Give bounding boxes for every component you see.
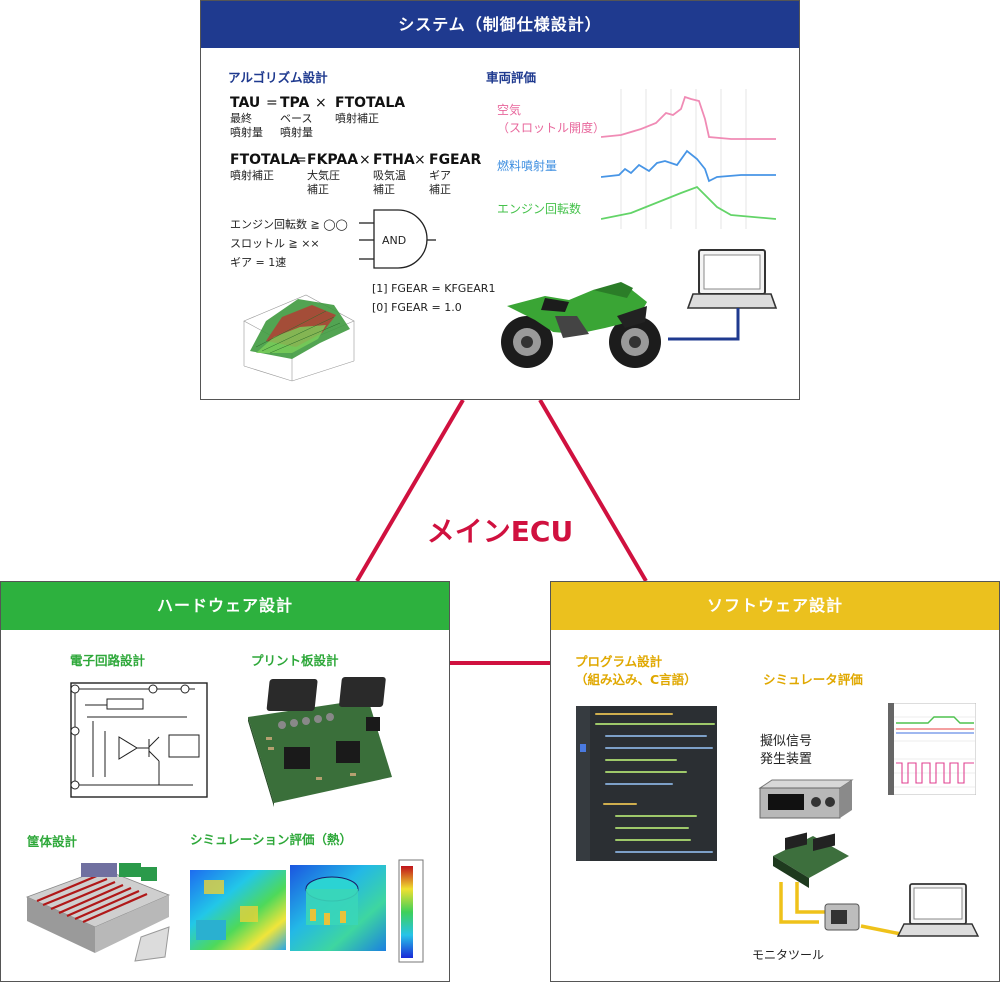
result-1: [1] FGEAR = KFGEAR1: [372, 282, 496, 295]
algorithm-heading: アルゴリズム設計: [228, 70, 328, 85]
signal-generator-label-2: 発生装置: [760, 752, 813, 767]
eq1-equals: =: [266, 95, 278, 111]
eq1-tpa: TPA: [280, 95, 310, 111]
eq1-sub-tau-1: 最終: [230, 112, 252, 125]
hardware-panel: ハードウェア設計 電子回路設計 プリント板設計 筐体設計 シミュレーション評価（…: [0, 581, 450, 982]
eq1-sub-tpa-2: 噴射量: [280, 126, 313, 139]
housing-heading: 筐体設計: [27, 834, 78, 849]
eq2-ftotala: FTOTALA: [230, 152, 301, 168]
eq2-fgear: FGEAR: [429, 152, 482, 168]
signal-air: 空気: [497, 103, 522, 117]
thermal-image-housing: [290, 865, 386, 951]
eq2-times-1: ×: [359, 152, 371, 168]
surface-map-image: [243, 294, 355, 382]
monitor-laptop-image: [896, 883, 980, 937]
system-title: システム（制御仕様設計）: [201, 1, 799, 48]
eq2-sub-fkpaa-1: 大気圧: [307, 169, 340, 182]
eq2-sub-fgear-2: 補正: [429, 183, 451, 196]
eq2-sub-ftha-2: 補正: [373, 183, 395, 196]
housing-image: [25, 863, 171, 962]
signal-throttle: （スロットル開度）: [497, 121, 606, 135]
laptop-image: [668, 249, 778, 341]
simulator-screen-image: [888, 703, 976, 795]
vehicle-heading: 車両評価: [486, 70, 537, 85]
circuit-heading: 電子回路設計: [70, 653, 146, 668]
eq1-times: ×: [315, 95, 327, 111]
vehicle-waveform-chart: [601, 89, 776, 229]
center-label: メインECU: [426, 515, 574, 548]
software-panel: ソフトウェア設計 プログラム設計 （組み込み、C言語） シミュレータ評価: [550, 581, 1000, 982]
eq2-fkpaa: FKPAA: [307, 152, 359, 168]
eq2-ftha: FTHA: [373, 152, 415, 168]
pcb-heading: プリント板設計: [251, 653, 339, 668]
signal-fuel: 燃料噴射量: [497, 159, 558, 173]
system-panel: システム（制御仕様設計） アルゴリズム設計 TAU = TPA × FTOTAL…: [200, 0, 800, 400]
eq1-tau: TAU: [230, 95, 261, 111]
eq1-ftotala: FTOTALA: [335, 95, 406, 111]
hardware-title: ハードウェア設計: [1, 582, 449, 630]
thermal-heading: シミュレーション評価（熱）: [190, 832, 353, 847]
eq2-sub-ftha-1: 吸気温: [373, 169, 406, 182]
code-editor-image: [576, 706, 717, 861]
motorcycle-image: [501, 282, 661, 368]
monitor-tool-label: モニタツール: [752, 948, 825, 962]
and-gate-label: AND: [382, 234, 407, 247]
and-gate: [359, 209, 436, 269]
eq2-times-2: ×: [414, 152, 426, 168]
eq2-sub-fkpaa-2: 補正: [307, 183, 329, 196]
result-0: [0] FGEAR = 1.0: [372, 301, 462, 314]
condition-gear: ギア = 1速: [230, 256, 287, 269]
program-heading-2: （組み込み、C言語）: [575, 672, 697, 687]
thermal-image-pcb: [190, 870, 286, 950]
signal-rpm: エンジン回転数: [497, 202, 582, 216]
circuit-diagram-image: [70, 682, 208, 798]
pcb-image: [248, 677, 392, 807]
ecu-board-image: [773, 832, 849, 888]
cable-wiring: [779, 882, 949, 936]
eq2-sub-fgear-1: ギア: [429, 169, 451, 182]
condition-engine-rpm: エンジン回転数 ≧ ◯◯: [230, 218, 348, 231]
eq2-sub-ftotala: 噴射補正: [230, 169, 274, 182]
software-title: ソフトウェア設計: [551, 582, 999, 630]
program-heading-1: プログラム設計: [575, 654, 663, 669]
eq1-sub-tau-2: 噴射量: [230, 126, 263, 139]
signal-generator-label-1: 擬似信号: [760, 734, 813, 749]
eq2-equals: =: [295, 152, 307, 168]
simulator-heading: シミュレータ評価: [763, 672, 863, 687]
condition-throttle: スロットル ≧ ××: [230, 237, 320, 250]
thermal-color-scale: [398, 859, 424, 963]
signal-generator-image: [758, 779, 854, 819]
eq1-sub-tpa-1: ベース: [280, 112, 313, 125]
eq1-sub-ftotala: 噴射補正: [335, 112, 379, 125]
